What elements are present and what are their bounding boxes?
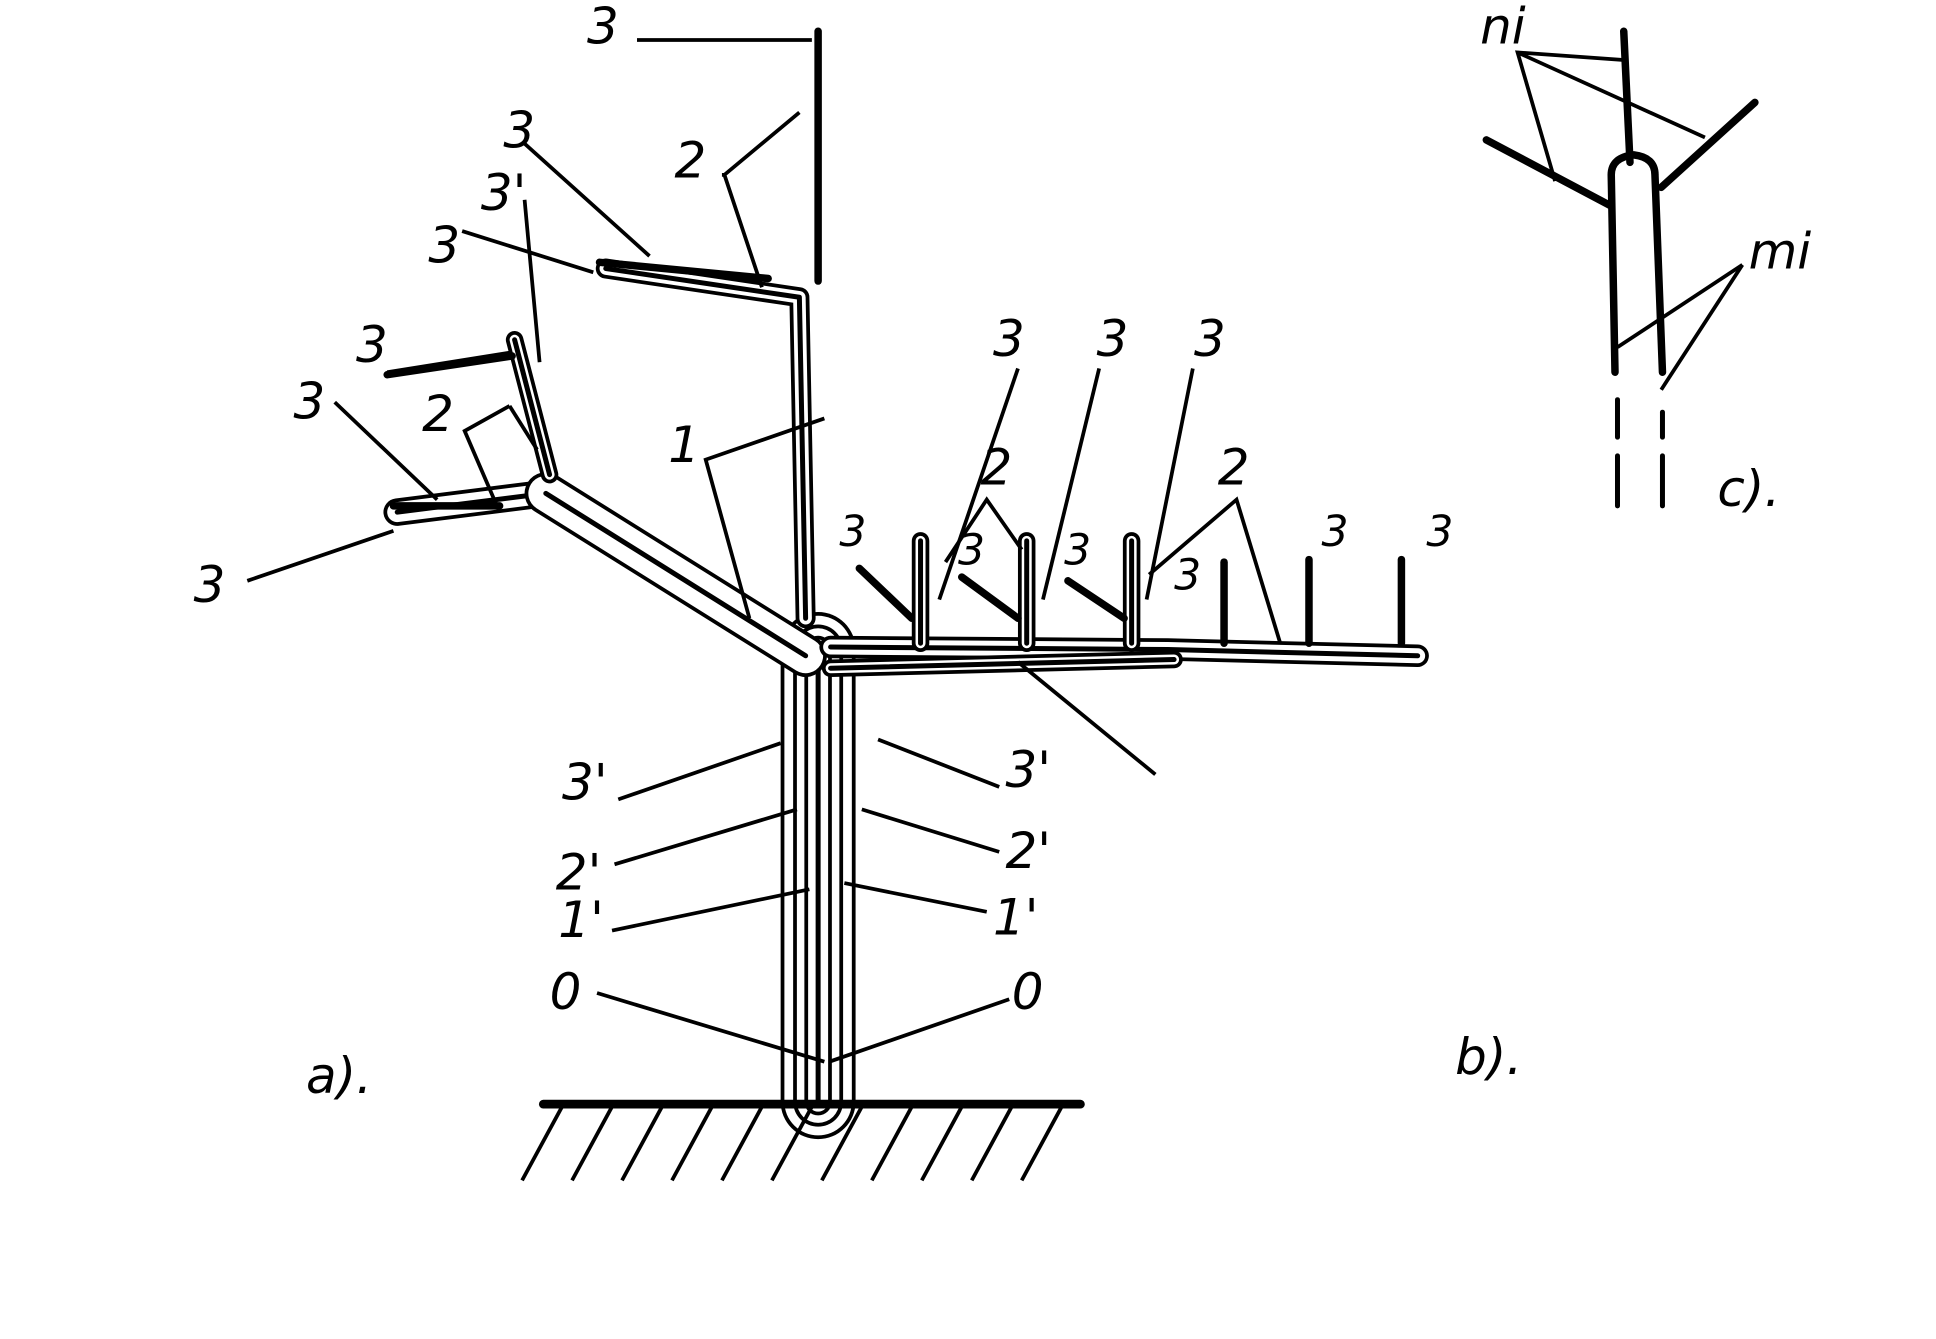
part-label: 3 (1321, 508, 1348, 557)
hatch-line (920, 1105, 964, 1182)
hatch-line (520, 1105, 564, 1182)
part-label: 3 (1097, 310, 1129, 368)
branch-tube (828, 657, 1177, 671)
part-label: 2' (556, 843, 602, 901)
part-label: 3 (428, 216, 460, 274)
part-label: 3' (1005, 741, 1051, 799)
part-label: 3 (1426, 508, 1453, 557)
thick-shoots (383, 27, 1759, 1109)
part-label: 3 (503, 101, 535, 159)
branch-tube (828, 644, 1421, 659)
part-label: 3 (958, 527, 985, 576)
branch-tubes (383, 258, 1429, 1140)
branch-tube (543, 490, 809, 659)
part-label: 3 (356, 316, 388, 374)
part-label: 3' (481, 164, 527, 222)
part-label: 3 (839, 508, 866, 557)
part-label: 0 (1012, 963, 1044, 1021)
hatch-line (720, 1105, 764, 1182)
panel-label-a: a). (306, 1047, 372, 1105)
thin-lines (246, 38, 1744, 1064)
branch-tube (603, 266, 809, 621)
hatch-line (870, 1105, 914, 1182)
hatch-line (770, 1105, 814, 1182)
part-label: 3 (1174, 552, 1201, 601)
part-label: 1' (993, 888, 1039, 946)
part-label: 3 (1064, 527, 1091, 576)
part-label: 3 (1194, 310, 1226, 368)
part-label: 2' (1005, 822, 1051, 880)
hatch-line (820, 1105, 864, 1182)
part-label: 3 (194, 556, 226, 614)
part-label: 2 (422, 385, 454, 443)
part-label: 3 (587, 0, 619, 56)
hatch-line (670, 1105, 714, 1182)
part-label: 2 (1218, 439, 1250, 497)
part-label: 0 (550, 963, 582, 1021)
part-label: 3' (562, 753, 608, 811)
hatch-line (620, 1105, 664, 1182)
hatch-line (970, 1105, 1014, 1182)
panel-label-c: c). (1717, 460, 1780, 518)
part-label: 3 (294, 372, 326, 430)
ground-hatching (520, 1105, 1064, 1182)
panel-label-b: b). (1455, 1028, 1522, 1086)
part-label: 2 (980, 439, 1012, 497)
label-mi: mi (1749, 223, 1812, 281)
hatch-line (570, 1105, 614, 1182)
label-ni: ni (1480, 0, 1526, 56)
branch-tube (512, 337, 553, 478)
part-label: 2 (674, 131, 706, 189)
hatch-line (1020, 1105, 1064, 1182)
part-label: 1 (668, 416, 700, 474)
part-label: 3 (993, 310, 1025, 368)
part-label: 1' (558, 891, 604, 949)
